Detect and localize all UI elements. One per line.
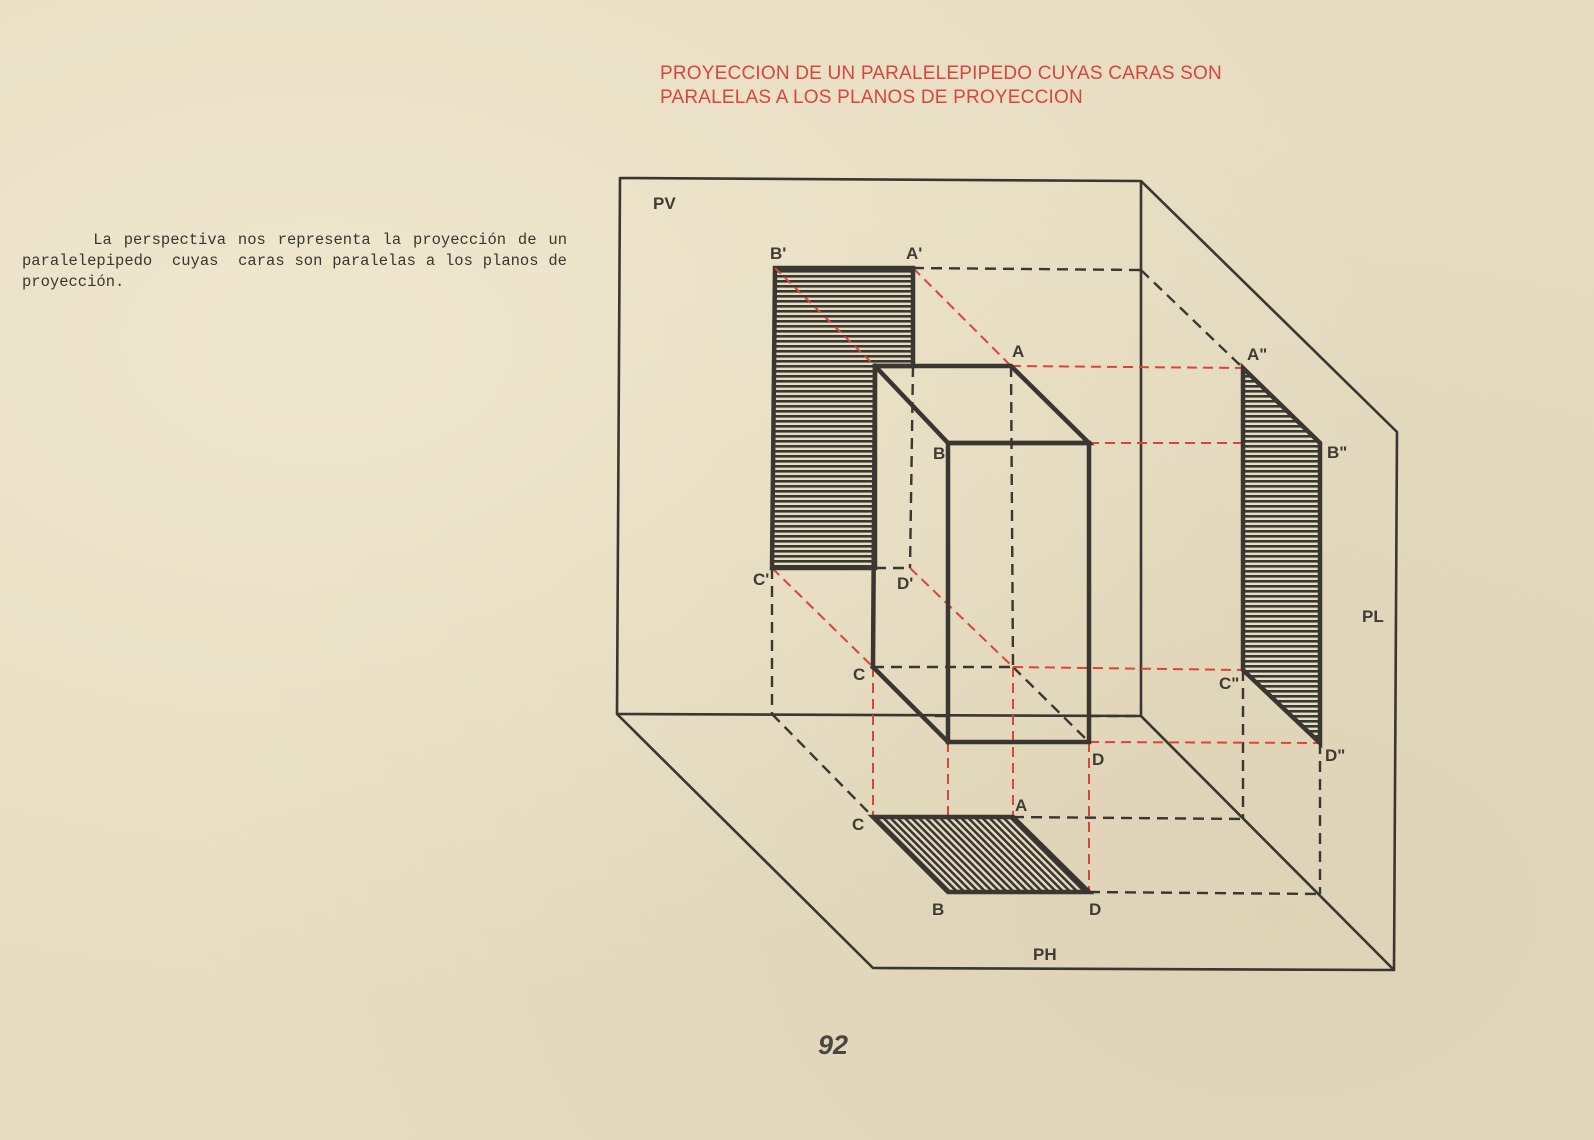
page-number: 92 [818,1030,849,1060]
label-a-double-prime: A" [1247,345,1267,364]
lateral-projection [1240,362,1323,749]
plane-label-pv: PV [653,194,676,213]
label-d-double-prime: D" [1325,746,1345,765]
label-a-horizontal: A [1015,796,1027,815]
label-c-horizontal: C [852,815,864,834]
title-line-1: PROYECCION DE UN PARALELEPIPEDO CUYAS CA… [660,63,1222,84]
label-d-prime: D' [897,574,913,593]
diagram-labels: PV PL PH B' A' C' D' A B C D A" B" C" D"… [653,194,1384,964]
label-a-prime: A' [906,244,922,263]
label-b-prime: B' [770,244,786,263]
label-d-horizontal: D [1089,900,1101,919]
projection-planes [615,176,1399,972]
page-title: PROYECCION DE UN PARALELEPIPEDO CUYAS CA… [660,62,1222,110]
label-b-horizontal: B [932,900,944,919]
title-line-2: PARALELAS A LOS PLANOS DE PROYECCION [660,87,1083,108]
lateral-plane [1140,180,1399,971]
label-b-double-prime: B" [1327,443,1347,462]
label-c-double-prime: C" [1219,674,1239,693]
plane-label-ph: PH [1033,945,1057,964]
vertical-projection [769,265,916,571]
vertical-plane [615,176,1143,718]
label-c-prime: C' [753,570,769,589]
label-b: B [933,444,945,463]
parallelepiped [869,362,1095,746]
label-d: D [1092,750,1104,769]
horizontal-projection [867,814,1095,895]
label-a: A [1012,342,1024,361]
label-c: C [853,665,865,684]
intro-paragraph: La perspectiva nos representa la proyecc… [22,231,567,291]
construction-lines [770,266,1322,896]
horizontal-plane [616,713,1396,972]
plane-label-pl: PL [1362,607,1384,626]
